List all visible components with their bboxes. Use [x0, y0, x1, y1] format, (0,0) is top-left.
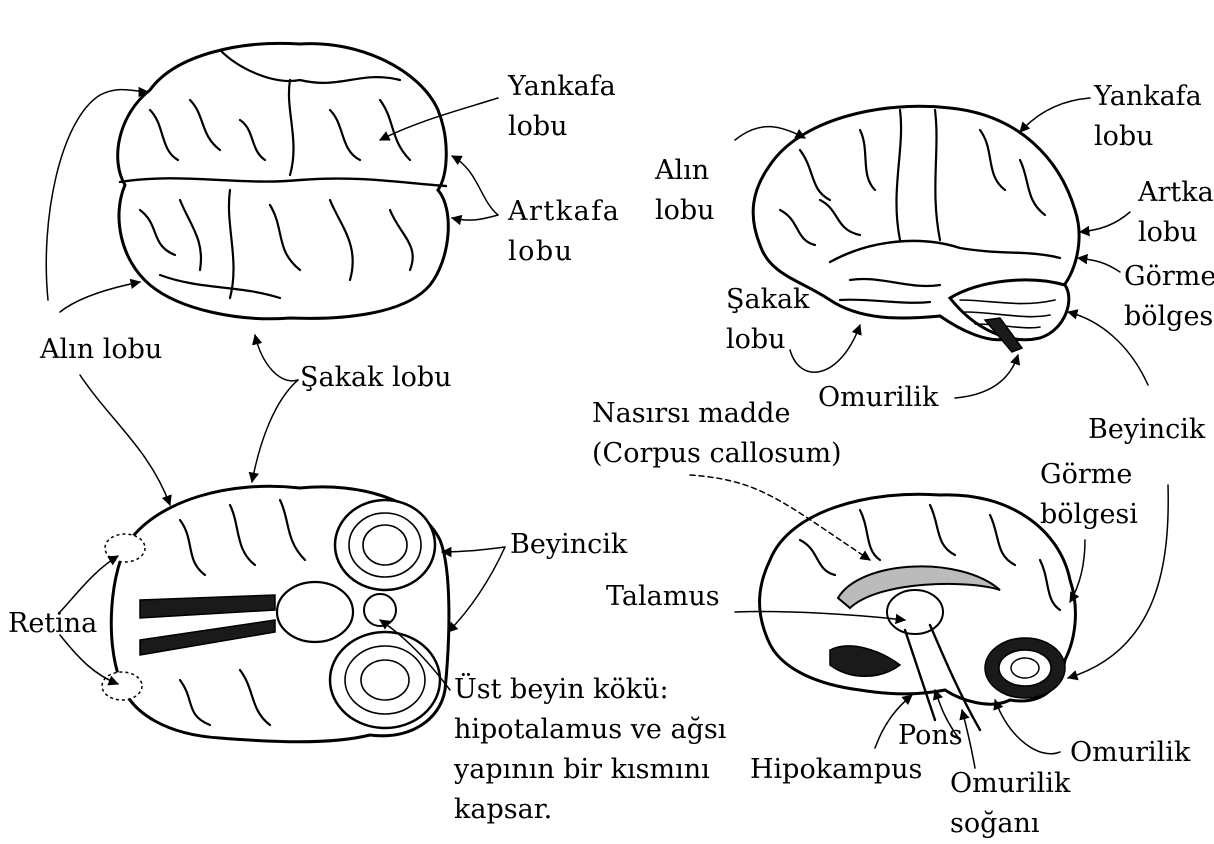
section-spinal-cord-label: Omurilik — [1070, 737, 1191, 768]
side-frontal-label: Alın lobu — [655, 155, 715, 226]
brain-top-view — [116, 41, 450, 321]
brain-bottom-view — [101, 484, 451, 744]
bottom-cerebellum-label: Beyincik — [510, 529, 628, 560]
side-view-leaders — [734, 97, 1149, 399]
top-frontal-label: Alın lobu — [40, 334, 163, 365]
top-view-leaders — [45, 86, 499, 506]
side-spinal-cord-label: Omurilik — [818, 382, 939, 413]
brain-section-view — [758, 492, 1077, 732]
section-medulla-label: Omurilik soğanı — [950, 768, 1071, 839]
bottom-brainstem-label: Üst beyin kökü: hipotalamus ve ağsı yapı… — [454, 674, 727, 825]
section-corpus-callosum-label: Nasırsı madde (Corpus callosum) — [592, 398, 842, 469]
top-parietal-label: Yankafa lobu — [508, 71, 616, 142]
top-temporal-label: Şakak lobu — [300, 362, 452, 393]
side-parietal-label: Yankafa lobu — [1094, 81, 1202, 152]
side-occipital-label: Artka lobu — [1138, 177, 1214, 248]
section-view-leaders — [689, 474, 1169, 769]
brain-side-view — [751, 104, 1081, 353]
top-occipital-label: Artkafa lobu — [508, 196, 621, 267]
section-hippocampus-label: Hipokampus — [750, 754, 923, 785]
section-pons-label: Pons — [898, 720, 963, 751]
side-cerebellum-label: Beyincik — [1088, 414, 1206, 445]
section-visual-label: Görme bölgesi — [1040, 459, 1138, 530]
side-visual-label: Görme bölgesi — [1124, 261, 1214, 332]
bottom-view-leaders — [59, 546, 506, 691]
side-temporal-label: Şakak lobu — [726, 284, 810, 355]
bottom-retina-label: Retina — [8, 608, 98, 639]
section-thalamus-label: Talamus — [606, 581, 720, 612]
